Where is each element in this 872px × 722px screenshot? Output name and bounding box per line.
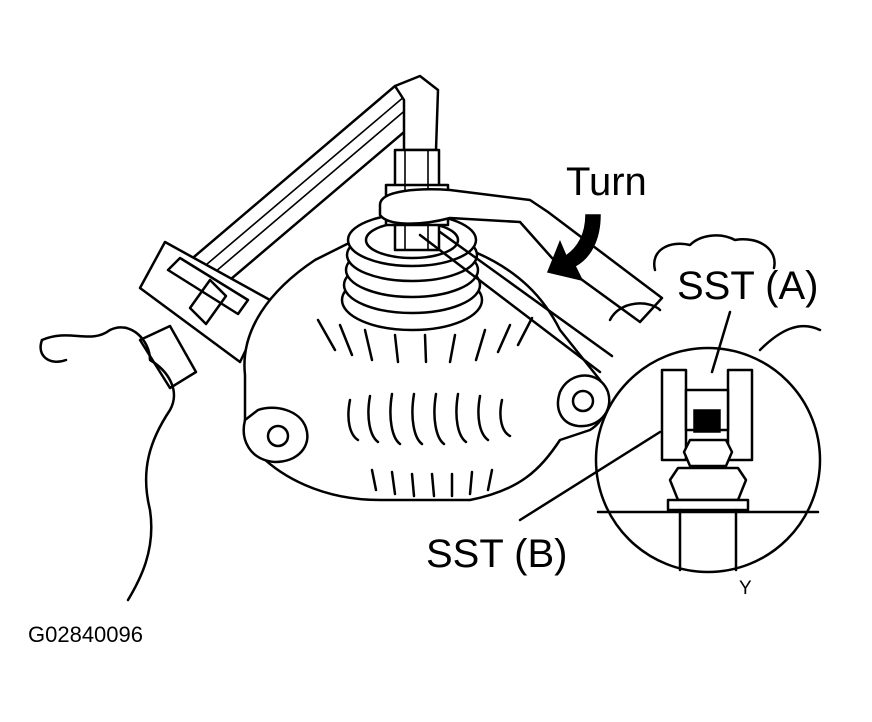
detail-sst-a-tip	[693, 409, 721, 433]
turn-label: Turn	[566, 160, 647, 204]
torque-wrench	[138, 74, 440, 390]
cooling-fins	[347, 392, 512, 446]
turn-arrow-icon	[546, 214, 601, 282]
detail-nut-small	[682, 438, 734, 468]
detail-washer	[666, 498, 750, 512]
mounting-hole-left	[266, 424, 290, 448]
wrench-highlight-line	[207, 101, 416, 279]
sst-a-leader-line	[710, 310, 732, 374]
wrench-pointer	[188, 278, 228, 326]
mounting-ear-left	[242, 406, 309, 464]
sst-b-wrench-arm	[378, 188, 664, 324]
corner-mark: Y	[739, 578, 752, 599]
detail-nut-large	[668, 466, 748, 502]
sst-b-arm-lower-edge	[418, 233, 602, 374]
wrench-grip	[138, 324, 198, 390]
sst-tool	[378, 148, 664, 374]
hand-left	[39, 326, 176, 602]
detail-view	[594, 346, 822, 574]
sst-b-label: SST (B)	[426, 532, 568, 576]
hand-outline	[40, 326, 176, 602]
hand-right-fingers	[653, 234, 776, 272]
wrench-scale-window	[166, 256, 250, 316]
sst-a-label: SST (A)	[677, 264, 819, 308]
sst-b-arm-upper-edge	[438, 230, 614, 358]
hand-right-wrist	[758, 324, 822, 352]
wrench-highlight-line	[199, 95, 406, 271]
vent-slots	[316, 316, 534, 364]
figure-code: G02840096	[28, 622, 143, 647]
mounting-hole-right	[571, 389, 595, 413]
hand-right-thumb	[608, 302, 662, 322]
finger-outline	[39, 338, 68, 363]
mounting-ear-right	[556, 374, 611, 428]
lower-fins	[370, 468, 494, 498]
sst-b-leader-line	[518, 430, 662, 522]
